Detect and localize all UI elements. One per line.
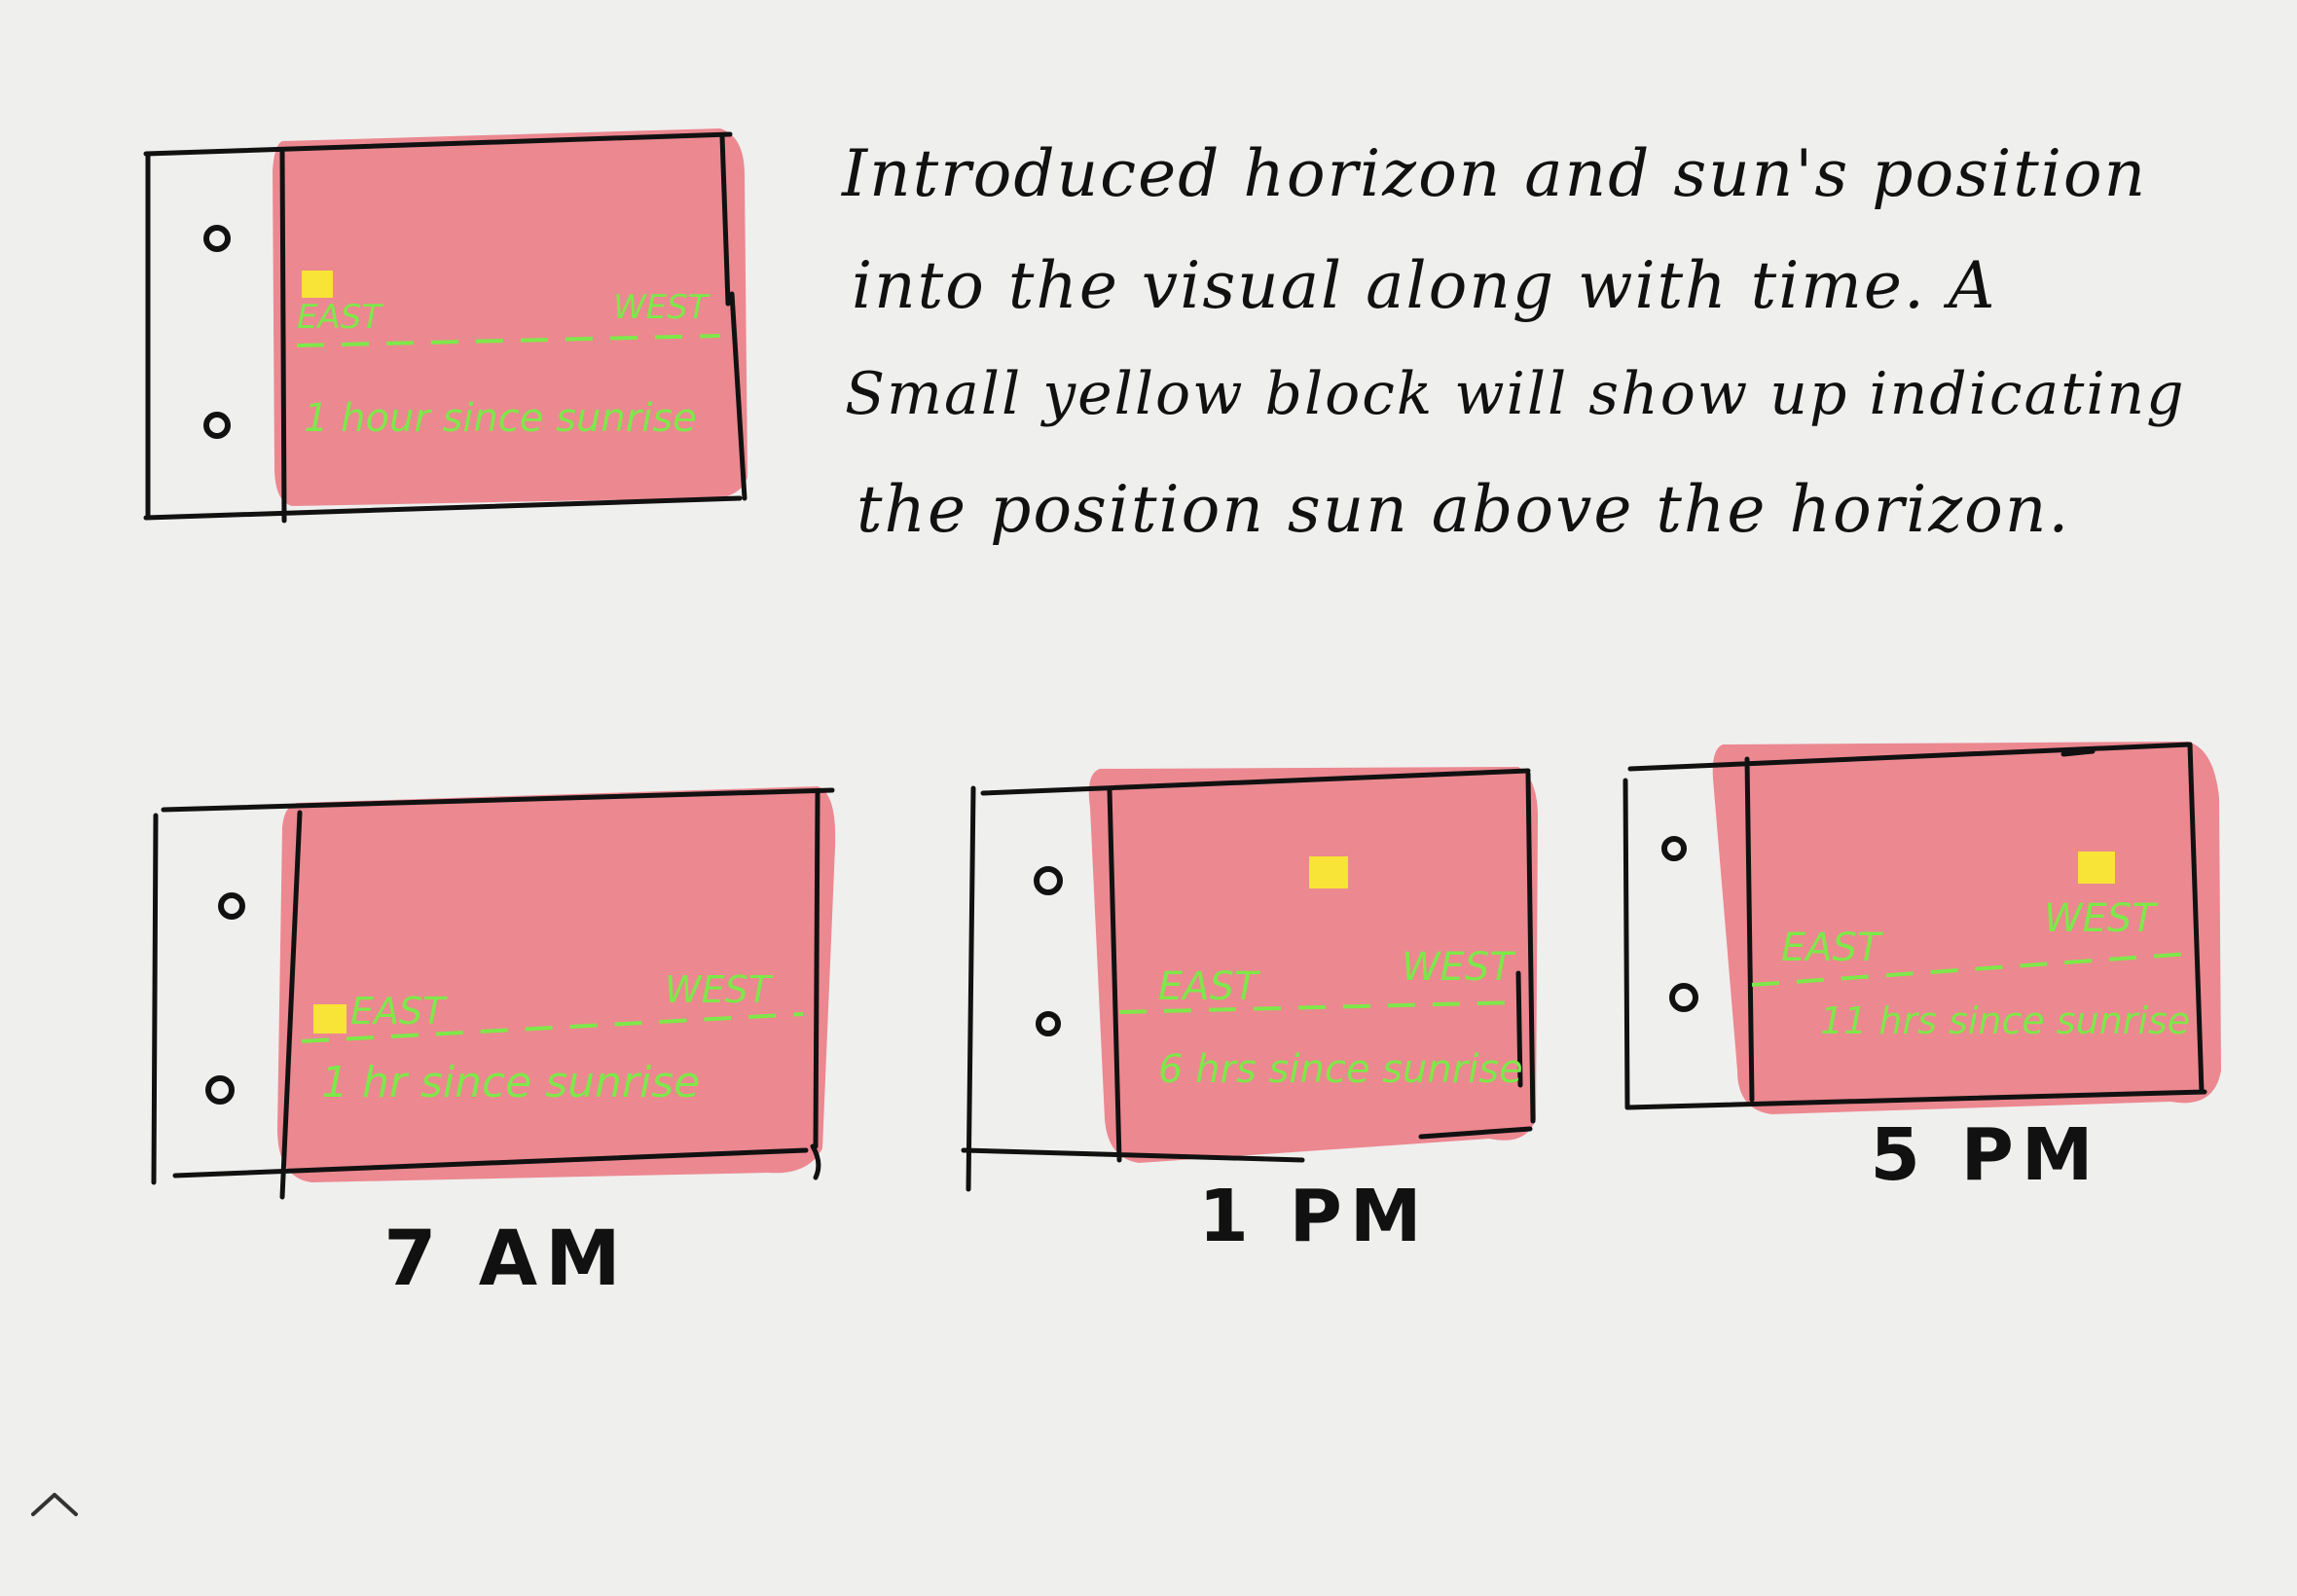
note-line-2: into the visual along with time. A [852,248,1997,323]
west-label: WEST [1402,945,1516,990]
collapse-toolbar-button[interactable] [23,1479,86,1528]
button-icon [1669,983,1698,1012]
east-label: EAST [1158,964,1261,1009]
west-label: WEST [2044,896,2159,941]
time-label: 1 PM [1198,1175,1429,1258]
device-outline [151,787,835,1200]
screen-fill [1088,767,1538,1163]
sketch-frame-hero: EAST WEST 1 hour since sunrise [143,128,747,524]
sun-block [302,271,333,298]
button-icon [203,412,231,439]
camera-icon [1661,836,1687,861]
sketch-frame-7am: EAST WEST 1 hr since sunrise 7 AM [151,786,836,1303]
camera-icon [203,225,231,252]
device-outline [961,768,1536,1192]
note-line-1: Introduced horizon and sun's position [842,136,2148,211]
screen-fill [1712,742,2221,1114]
chevron-up-icon [31,1493,78,1516]
button-icon [1036,1011,1061,1036]
west-label: WEST [665,968,774,1011]
horizon-line [301,1012,804,1043]
screen-fill [277,786,836,1182]
hours-caption: 1 hour since sunrise [304,396,697,441]
sun-block [1309,856,1348,889]
horizon-line [1751,952,2191,987]
hours-caption: 1 hr since sunrise [321,1058,700,1107]
device-outline [1622,742,2207,1110]
sun-block [2078,852,2115,884]
hours-caption: 11 hrs since sunrise [1820,999,2190,1042]
screen-fill [273,128,747,506]
west-label: WEST [613,288,711,327]
note-line-4: the position sun above the horizon. [857,472,2071,547]
horizon-line [296,334,721,347]
camera-icon [218,892,245,920]
time-label: 7 AM [383,1215,628,1303]
button-icon [205,1075,235,1105]
east-label: EAST [1781,925,1884,970]
sun-block [313,1004,346,1034]
east-label: EAST [350,990,448,1033]
time-label: 5 PM [1870,1113,2100,1197]
device-outline [143,131,747,524]
east-label: EAST [297,298,383,337]
note-line-3: Small yellow block will show up indicati… [845,360,2186,428]
sketch-frame-5pm: EAST WEST 11 hrs since sunrise 5 PM [1622,742,2221,1197]
camera-icon [1034,866,1063,895]
sketch-frame-1pm: EAST WEST 6 hrs since sunrise 1 PM [961,767,1538,1258]
horizon-line [1118,1000,1519,1014]
hours-caption: 6 hrs since sunrise [1158,1047,1523,1092]
